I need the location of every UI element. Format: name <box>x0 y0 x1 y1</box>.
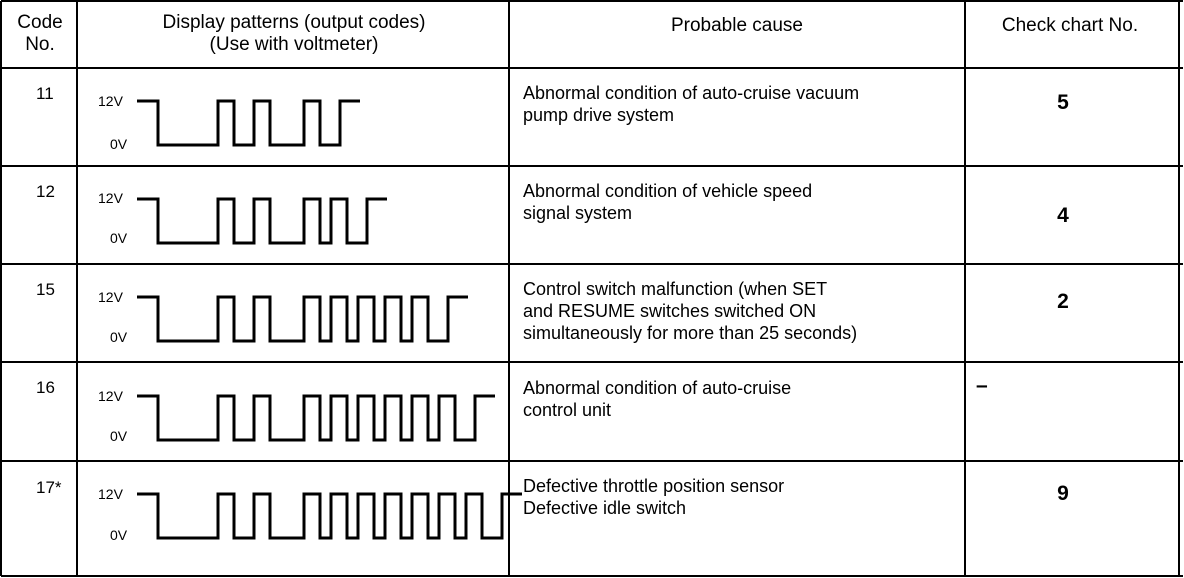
probable-cause: Abnormal condition of auto-cruise vacuum… <box>523 83 860 125</box>
probable-cause: Defective throttle position sensor Defec… <box>523 476 785 518</box>
check-chart-number: 2 <box>1057 290 1069 313</box>
voltage-low-label: 0V <box>110 329 128 345</box>
waveform-code-11 <box>137 99 360 147</box>
waveform-code-16 <box>137 394 495 442</box>
voltage-low-label: 0V <box>110 230 128 246</box>
code-number: 17* <box>36 478 62 497</box>
header-check-chart: Check chart No. <box>1001 15 1139 36</box>
code-number: 15 <box>36 280 55 299</box>
probable-cause: Abnormal condition of vehicle speed sign… <box>523 181 813 223</box>
code-number: 12 <box>36 182 55 201</box>
waveform-code-17 <box>137 492 522 540</box>
header-display-patterns: Display patterns (output codes) (Use wit… <box>162 12 426 55</box>
probable-cause: Abnormal condition of auto-cruise contro… <box>523 378 792 420</box>
voltage-high-label: 12V <box>98 190 123 206</box>
probable-cause: Control switch malfunction (when SET and… <box>523 279 858 343</box>
check-chart-number: 4 <box>1057 204 1069 227</box>
waveform-code-12 <box>137 197 387 245</box>
check-chart-number: 9 <box>1057 482 1069 505</box>
header-code: Code No. <box>17 12 63 55</box>
voltage-low-label: 0V <box>110 136 128 152</box>
voltage-high-label: 12V <box>98 93 123 109</box>
check-chart-number: – <box>976 374 988 397</box>
code-number: 16 <box>36 378 55 397</box>
voltage-high-label: 12V <box>98 486 123 502</box>
code-number: 11 <box>36 84 54 103</box>
voltage-low-label: 0V <box>110 428 128 444</box>
voltage-low-label: 0V <box>110 527 128 543</box>
header-probable-cause: Probable cause <box>670 15 804 36</box>
voltage-high-label: 12V <box>98 289 123 305</box>
check-chart-number: 5 <box>1057 91 1069 114</box>
waveform-code-15 <box>137 295 468 343</box>
voltage-high-label: 12V <box>98 388 123 404</box>
